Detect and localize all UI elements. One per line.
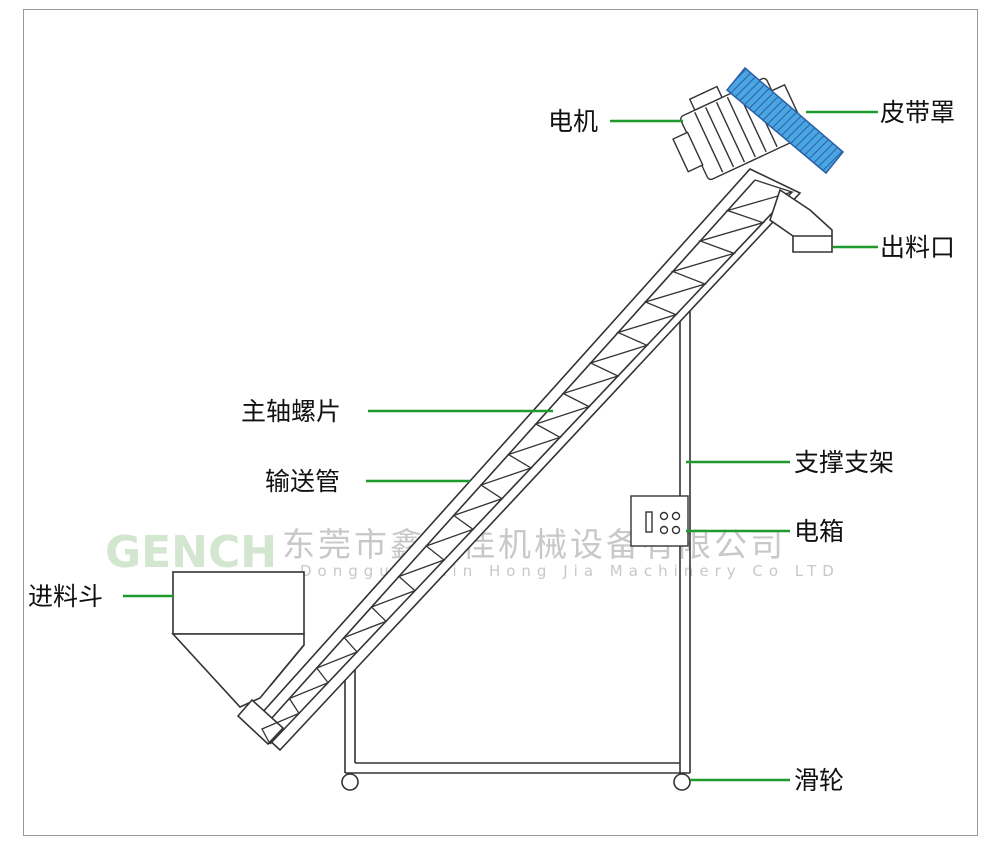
screw-blade-path — [261, 179, 795, 745]
hopper — [171, 571, 305, 708]
belt-cover — [725, 66, 845, 175]
label-conveying-tube: 输送管 — [265, 467, 340, 496]
watermark-company-en: Dongguan Xin Hong Jia Machinery Co LTD — [300, 562, 840, 580]
wheel-left — [341, 773, 359, 791]
diagram-frame — [23, 9, 978, 836]
electric-box — [630, 495, 689, 547]
label-screw-blade: 主轴螺片 — [241, 397, 341, 426]
label-motor: 电机 — [548, 107, 598, 136]
wheel-right — [673, 773, 691, 791]
label-outlet: 出料口 — [880, 233, 955, 262]
watermark-logo: GENCH — [105, 527, 277, 578]
label-hopper: 进料斗 — [28, 582, 103, 611]
labels: 电机 皮带罩 出料口 主轴螺片 输送管 支撑支架 电箱 进料斗 滑轮 — [28, 98, 955, 795]
label-wheels: 滑轮 — [794, 766, 844, 795]
label-belt-cover: 皮带罩 — [880, 98, 955, 127]
screw-blades — [261, 179, 795, 745]
conveying-tube — [236, 168, 802, 752]
leader-lines — [123, 110, 878, 782]
outlet — [769, 188, 833, 253]
label-electric-box: 电箱 — [794, 517, 844, 546]
wheels — [341, 773, 691, 791]
label-support-frame: 支撑支架 — [794, 448, 894, 477]
